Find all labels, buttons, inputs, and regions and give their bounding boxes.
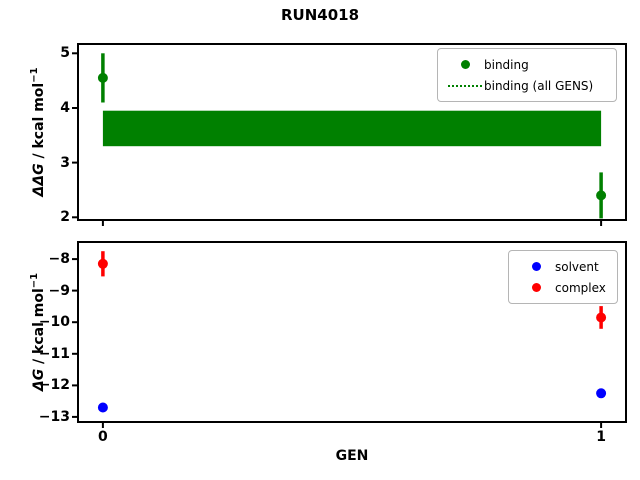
top-y-axis-label: ΔΔG / kcal mol−1: [29, 67, 47, 196]
top-y-tick-label: 5: [60, 45, 70, 62]
data-point-solvent-gen0: [97, 402, 108, 413]
top-y-tick-label: 2: [60, 209, 70, 226]
x-tick-label: 0: [98, 429, 108, 445]
data-point-complex-gen0: [97, 258, 108, 269]
bottom-y-tick-label: −13: [38, 408, 70, 425]
x-axis-label: GEN: [335, 448, 369, 464]
bottom-y-tick-label: −12: [38, 377, 70, 394]
data-point-binding-gen0: [97, 72, 108, 83]
bottom-y-axis-label: ΔG / kcal mol−1: [29, 273, 47, 391]
green-dotted-line-icon: [448, 84, 482, 87]
data-point-solvent-gen1: [596, 388, 607, 399]
legend-entry-binding-all-gens: binding (all GENS): [446, 75, 608, 96]
red-dot-icon: [531, 283, 541, 292]
complex-marker-icon: [517, 283, 555, 292]
legend-entry-complex: complex: [517, 277, 609, 298]
blue-dot-icon: [531, 262, 541, 271]
legend-label: binding (all GENS): [484, 78, 594, 93]
top-legend: binding binding (all GENS): [437, 48, 617, 102]
top-y-tick-label: 3: [60, 154, 70, 171]
bottom-y-axis-label-superscript: −1: [29, 272, 41, 289]
legend-label: binding: [484, 57, 529, 72]
binding-all-gens-marker-icon: [446, 84, 484, 87]
legend-label: complex: [555, 280, 606, 295]
x-tick-label: 1: [596, 429, 606, 445]
bottom-y-tick-label: −8: [48, 251, 70, 268]
green-dot-icon: [460, 60, 470, 69]
legend-label: solvent: [555, 259, 599, 274]
data-point-binding-gen1: [596, 190, 607, 201]
plot-title: RUN4018: [280, 6, 360, 24]
top-y-axis-label-symbol: ΔΔG: [30, 163, 47, 197]
top-y-tick-label: 4: [60, 99, 70, 116]
bottom-y-tick-label: −11: [38, 345, 70, 362]
binding-marker-icon: [446, 60, 484, 69]
band-binding-all-gens-: [102, 110, 602, 147]
solvent-marker-icon: [517, 262, 555, 271]
bottom-legend: solvent complex: [508, 250, 618, 304]
legend-entry-solvent: solvent: [517, 256, 609, 277]
bottom-y-tick-label: −9: [48, 282, 70, 299]
top-y-axis-label-superscript: −1: [29, 67, 41, 83]
top-axes-box: [77, 43, 627, 221]
bottom-axes-box: [77, 241, 627, 423]
bottom-y-tick-label: −10: [38, 314, 70, 331]
legend-entry-binding: binding: [446, 54, 608, 75]
data-point-complex-gen1: [596, 312, 607, 323]
top-y-axis-label-unit: / kcal mol: [30, 82, 47, 164]
